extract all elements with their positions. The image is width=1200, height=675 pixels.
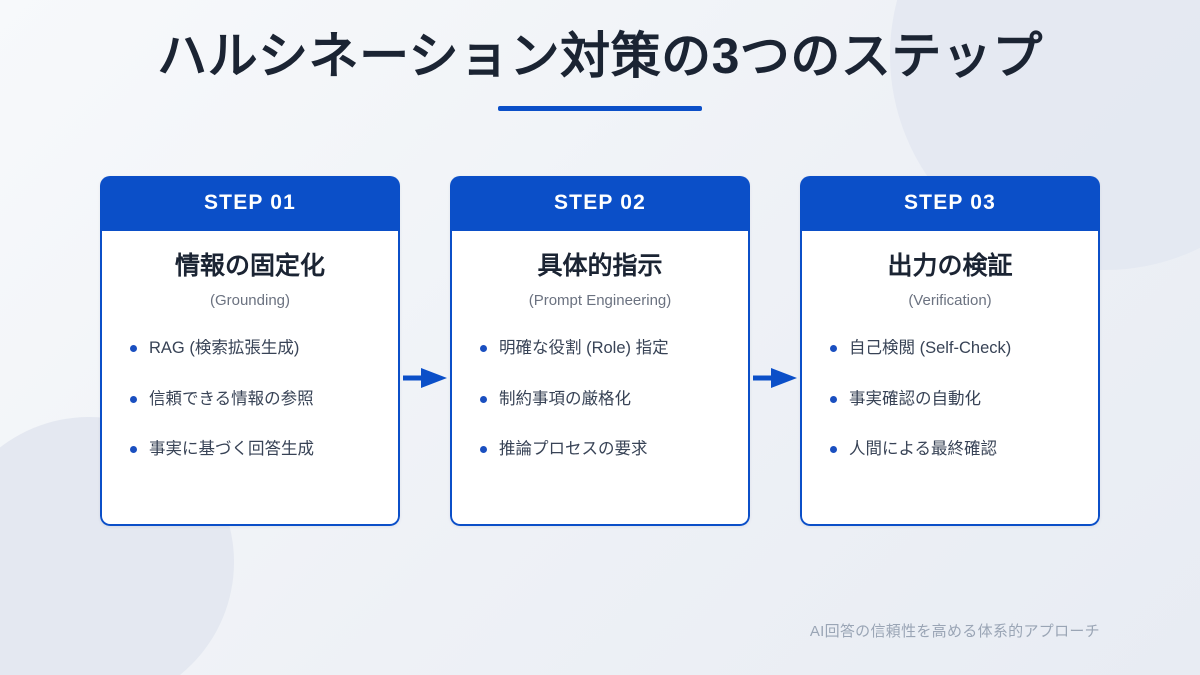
bullet-dot-icon xyxy=(480,345,487,353)
step-bullet-list-2: 明確な役割 (Role) 指定 制約事項の厳格化 推論プロセスの要求 xyxy=(474,337,726,460)
list-item: 事実確認の自動化 xyxy=(824,388,1076,410)
bullet-dot-icon xyxy=(130,345,137,353)
step-badge-1: STEP 01 xyxy=(100,176,400,231)
page-title: ハルシネーション対策の3つのステップ xyxy=(157,28,1043,84)
steps-row: STEP 01 情報の固定化 (Grounding) RAG (検索拡張生成) … xyxy=(100,176,1100,526)
list-item: 信頼できる情報の参照 xyxy=(124,388,376,410)
list-item: 明確な役割 (Role) 指定 xyxy=(474,337,726,359)
bullet-label: 推論プロセスの要求 xyxy=(499,439,648,458)
bullet-label: 明確な役割 (Role) 指定 xyxy=(499,339,669,358)
bullet-label: 信頼できる情報の参照 xyxy=(149,389,314,408)
list-item: RAG (検索拡張生成) xyxy=(124,337,376,359)
title-block: ハルシネーション対策の3つのステップ xyxy=(0,28,1200,111)
bullet-label: 制約事項の厳格化 xyxy=(499,389,631,408)
bullet-dot-icon xyxy=(480,395,487,403)
step-body-3: 出力の検証 (Verification) 自己検閲 (Self-Check) 事… xyxy=(800,231,1100,526)
bullet-label: 事実に基づく回答生成 xyxy=(149,439,314,458)
step-badge-2: STEP 02 xyxy=(450,176,750,231)
step-bullet-list-1: RAG (検索拡張生成) 信頼できる情報の参照 事実に基づく回答生成 xyxy=(124,337,376,460)
step-title-2: 具体的指示 xyxy=(537,252,663,280)
title-underline-accent xyxy=(498,106,702,111)
step-title-3: 出力の検証 xyxy=(887,252,1013,280)
step-subtitle-2: (Prompt Engineering) xyxy=(528,292,672,310)
step-bullet-list-3: 自己検閲 (Self-Check) 事実確認の自動化 人間による最終確認 xyxy=(824,337,1076,460)
flow-arrow-2-to-3 xyxy=(750,230,800,525)
bullet-label: 人間による最終確認 xyxy=(849,439,998,458)
step-card-3[interactable]: STEP 03 出力の検証 (Verification) 自己検閲 (Self-… xyxy=(800,176,1100,526)
list-item: 制約事項の厳格化 xyxy=(474,388,726,410)
step-badge-3: STEP 03 xyxy=(800,176,1100,231)
bullet-label: 事実確認の自動化 xyxy=(849,389,981,408)
list-item: 推論プロセスの要求 xyxy=(474,438,726,460)
step-subtitle-1: (Grounding) xyxy=(209,292,291,310)
bullet-dot-icon xyxy=(830,395,837,403)
bullet-dot-icon xyxy=(830,445,837,453)
flow-arrow-1-to-2 xyxy=(400,230,450,525)
list-item: 事実に基づく回答生成 xyxy=(124,438,376,460)
list-item: 自己検閲 (Self-Check) xyxy=(824,337,1076,359)
bullet-label: 自己検閲 (Self-Check) xyxy=(849,339,1012,358)
step-card-1[interactable]: STEP 01 情報の固定化 (Grounding) RAG (検索拡張生成) … xyxy=(100,176,400,526)
step-card-2[interactable]: STEP 02 具体的指示 (Prompt Engineering) 明確な役割… xyxy=(450,176,750,526)
step-body-2: 具体的指示 (Prompt Engineering) 明確な役割 (Role) … xyxy=(450,231,750,526)
arrow-right-icon xyxy=(403,367,447,388)
bullet-dot-icon xyxy=(130,395,137,403)
footer-note: AI回答の信頼性を高める体系的アプローチ xyxy=(809,623,1100,640)
arrow-right-icon xyxy=(753,367,797,388)
step-body-1: 情報の固定化 (Grounding) RAG (検索拡張生成) 信頼できる情報の… xyxy=(100,231,400,526)
bullet-dot-icon xyxy=(830,345,837,353)
list-item: 人間による最終確認 xyxy=(824,438,1076,460)
bullet-dot-icon xyxy=(480,445,487,453)
bullet-dot-icon xyxy=(130,445,137,453)
bullet-label: RAG (検索拡張生成) xyxy=(149,339,300,358)
step-title-1: 情報の固定化 xyxy=(174,252,325,280)
step-subtitle-3: (Verification) xyxy=(908,292,992,310)
